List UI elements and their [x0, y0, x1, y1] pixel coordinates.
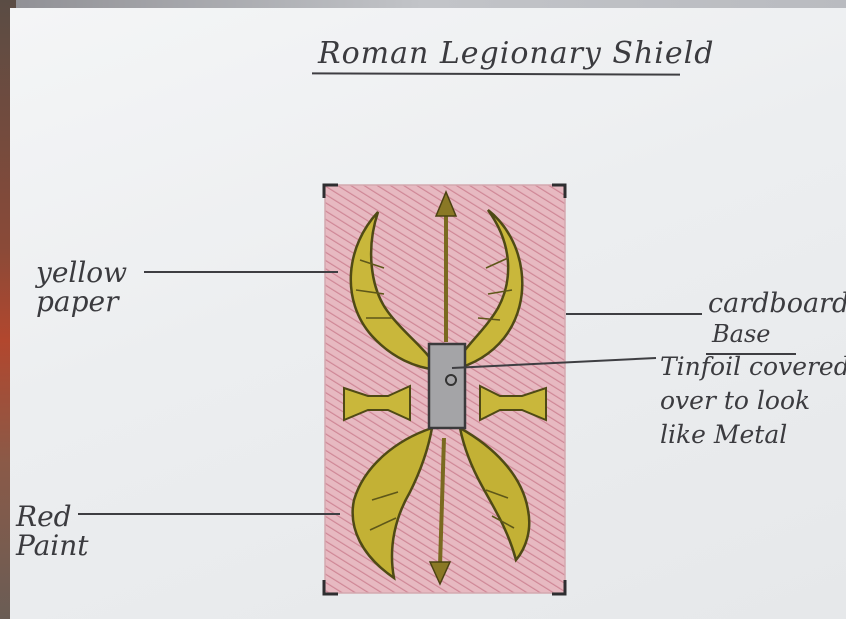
label-yellow-paper: yellow paper: [36, 258, 127, 317]
label-tinfoil: Tinfoil covered over to look like Metal: [660, 350, 846, 451]
label-cardboard: cardboard: [708, 290, 846, 318]
label-base: Base: [712, 322, 770, 347]
drawing-title: Roman Legionary Shield: [318, 38, 714, 70]
label-red-paint: Red Paint: [16, 502, 89, 561]
